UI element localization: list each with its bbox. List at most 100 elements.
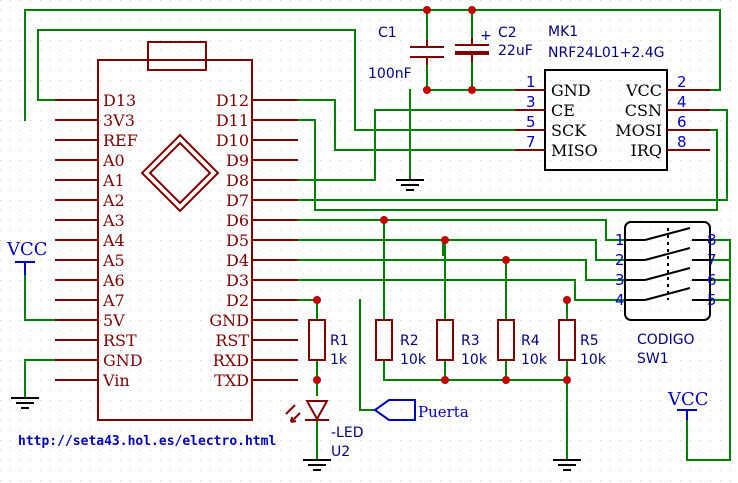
switch-body bbox=[624, 221, 711, 321]
arduino-pin-label: A5 bbox=[102, 251, 125, 270]
r2-value: 10k bbox=[400, 352, 427, 368]
arduino-pin-label: A0 bbox=[102, 151, 125, 170]
module-pin-number: 7 bbox=[526, 133, 536, 151]
arduino-pin-label: D13 bbox=[103, 91, 136, 110]
module-body bbox=[544, 69, 668, 171]
resistor-r4: R4 10k bbox=[497, 319, 548, 368]
arduino-pin-label: D5 bbox=[226, 231, 249, 250]
module-pin-number: 2 bbox=[677, 73, 687, 91]
module-pin-name: VCC bbox=[625, 81, 662, 100]
resistor-r5: R5 10k bbox=[558, 319, 607, 368]
switch-pin-number: 4 bbox=[615, 291, 625, 309]
r4-value: 10k bbox=[521, 352, 548, 368]
mcu-chip-outline bbox=[140, 133, 220, 213]
module-pin-number: 1 bbox=[526, 73, 536, 91]
module-ref: MK1 bbox=[548, 24, 578, 40]
arduino-pin-label: A1 bbox=[102, 171, 125, 190]
arduino-pin-label: D11 bbox=[216, 111, 249, 130]
ground-resistors-icon bbox=[553, 459, 581, 471]
net-label-puerta: Puerta bbox=[373, 399, 469, 421]
arduino-pin-label: REF bbox=[103, 131, 138, 150]
r4-ref: R4 bbox=[521, 333, 540, 349]
arduino-pin-label: TXD bbox=[214, 371, 249, 390]
arduino-pin-label: D2 bbox=[226, 291, 249, 310]
switch-pin-number: 2 bbox=[615, 251, 625, 269]
arduino-pin-label: D4 bbox=[226, 251, 249, 270]
arduino-pin-label: A6 bbox=[102, 271, 125, 290]
module-pin-name: CE bbox=[551, 101, 575, 120]
vcc-left-label: VCC bbox=[6, 239, 48, 260]
capacitor-c1: C1 100nF bbox=[368, 25, 444, 82]
arduino-pin-label: D12 bbox=[216, 91, 249, 110]
mcu-chip-inner bbox=[148, 141, 212, 205]
module-pin-name: MOSI bbox=[615, 121, 662, 140]
ground-led-icon bbox=[303, 459, 331, 471]
resistor-r1: R1 1k bbox=[308, 319, 349, 368]
resistor-r2: R2 10k bbox=[375, 319, 427, 368]
arduino-pin-label: D6 bbox=[226, 211, 249, 230]
led-value: -LED bbox=[331, 425, 363, 441]
c2-polarity: + bbox=[480, 28, 492, 44]
module-pin-name: CSN bbox=[625, 101, 662, 120]
vcc-left: VCC bbox=[6, 239, 48, 275]
arduino-pin-label: RXD bbox=[213, 351, 249, 370]
module-pin-number: 5 bbox=[526, 113, 536, 131]
switch-pin-number: 5 bbox=[707, 291, 717, 309]
vcc-right: VCC bbox=[667, 389, 709, 420]
led-triangle bbox=[305, 400, 329, 422]
c1-ref: C1 bbox=[378, 25, 397, 41]
junctions bbox=[313, 6, 571, 384]
resistor-r3: R3 10k bbox=[436, 319, 488, 368]
arduino-pin-label: A2 bbox=[102, 191, 125, 210]
switch-value: CODIGO bbox=[637, 332, 695, 348]
arduino-pin-label: D8 bbox=[226, 171, 249, 190]
module-pin-number: 6 bbox=[677, 113, 687, 131]
r1-value: 1k bbox=[330, 352, 348, 368]
switch-pin-number: 1 bbox=[615, 231, 625, 249]
arduino-pin-label: A7 bbox=[102, 291, 125, 310]
module-pin-number: 4 bbox=[677, 93, 687, 111]
arduino-pin-label: A4 bbox=[102, 231, 125, 250]
arduino-pin-label: 5V bbox=[103, 311, 125, 330]
ground-module-icon bbox=[396, 179, 424, 191]
r3-value: 10k bbox=[461, 352, 488, 368]
c2-value: 22uF bbox=[498, 43, 533, 59]
switch-pin-number: 8 bbox=[707, 231, 717, 249]
r3-ref: R3 bbox=[461, 333, 480, 349]
c2-plate bbox=[455, 51, 489, 55]
arduino-pin-label: Vin bbox=[102, 371, 130, 390]
module-pin-name: GND bbox=[551, 81, 591, 100]
r2-ref: R2 bbox=[400, 333, 419, 349]
r1-ref: R1 bbox=[330, 333, 349, 349]
module-pin-name: IRQ bbox=[631, 141, 662, 160]
arduino-pin-label: RST bbox=[215, 331, 249, 350]
switch-pin-number: 7 bbox=[707, 251, 717, 269]
arduino-pin-label: D3 bbox=[226, 271, 249, 290]
led-ref: U2 bbox=[331, 444, 350, 460]
arduino-pin-label: A3 bbox=[102, 211, 125, 230]
wires bbox=[24, 9, 731, 461]
r5-ref: R5 bbox=[580, 333, 599, 349]
led-u2: -LED U2 bbox=[285, 400, 363, 460]
arduino-pin-label: D7 bbox=[226, 191, 249, 210]
switch-pin-number: 6 bbox=[707, 271, 717, 289]
module-value: NRF24L01+2.4G bbox=[548, 45, 665, 61]
capacitor-c2: + C2 22uF bbox=[455, 25, 533, 62]
switch-ref: SW1 bbox=[637, 351, 669, 367]
r5-value: 10k bbox=[580, 352, 607, 368]
arduino-pin-label: GND bbox=[103, 351, 143, 370]
arduino-pin-label: RST bbox=[103, 331, 137, 350]
source-url[interactable]: http://seta43.hol.es/electro.html bbox=[18, 434, 276, 449]
module-pin-name: SCK bbox=[551, 121, 587, 140]
c2-ref: C2 bbox=[498, 25, 517, 41]
arduino-pin-label: GND bbox=[209, 311, 249, 330]
net-label-text: Puerta bbox=[418, 403, 469, 421]
